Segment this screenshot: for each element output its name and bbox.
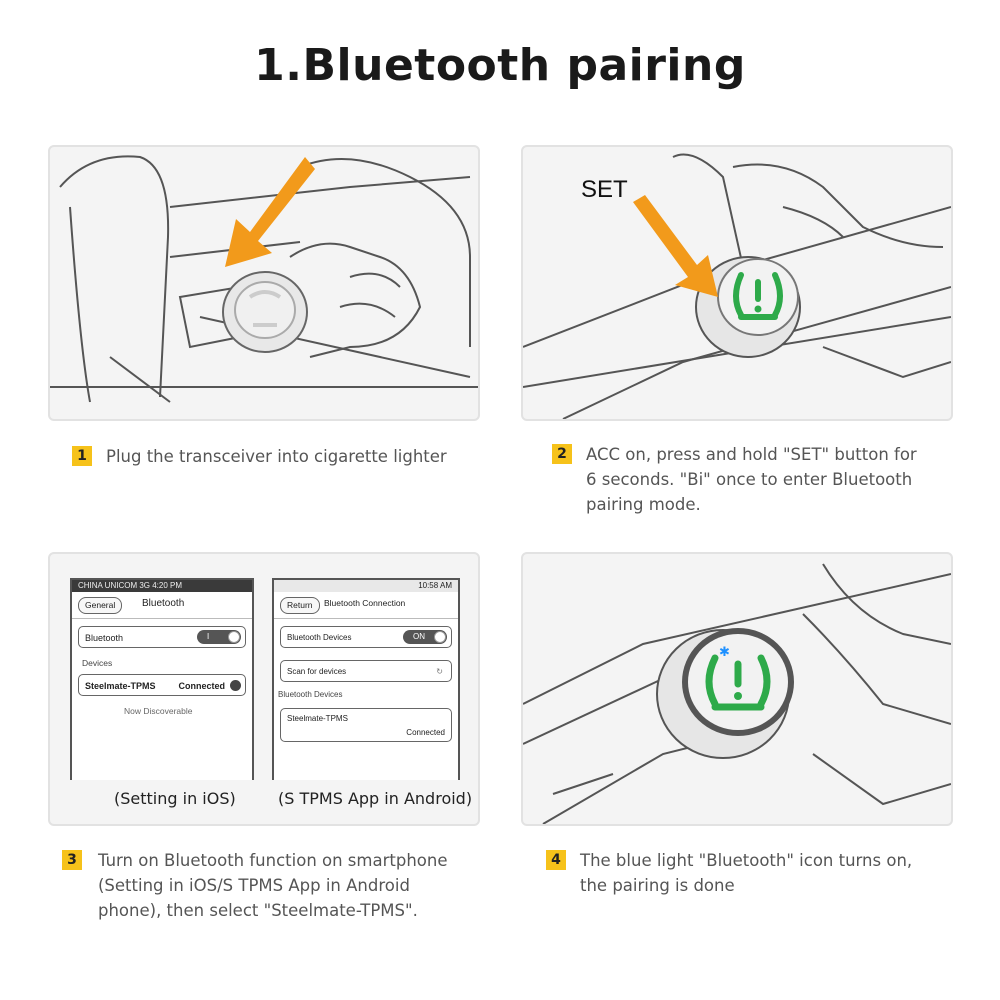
step-2: 2 ACC on, press and hold "SET" button fo… (552, 442, 952, 517)
step3-illustration: CHINA UNICOM 3G 4:20 PM General Bluetoot… (48, 552, 480, 826)
chevron-right-icon (230, 680, 241, 691)
android-screen: 10:58 AM Return Bluetooth Connection Blu… (272, 578, 460, 780)
step-number-badge: 4 (546, 850, 566, 870)
step-3: 3 Turn on Bluetooth function on smartpho… (62, 848, 466, 923)
bluetooth-toggle[interactable]: ON (403, 630, 447, 644)
bluetooth-icon: ✱ (719, 645, 730, 660)
step4-illustration: ✱ (521, 552, 953, 826)
arrow-icon (225, 157, 315, 267)
page-title: 1.Bluetooth pairing (254, 40, 746, 91)
screen-title: Bluetooth (142, 598, 185, 609)
scan-row[interactable]: Scan for devices ↻ (280, 660, 452, 682)
return-button[interactable]: Return (280, 597, 320, 614)
step-number-badge: 3 (62, 850, 82, 870)
ios-screen: CHINA UNICOM 3G 4:20 PM General Bluetoot… (70, 578, 254, 780)
screen-title: Bluetooth Connection (324, 598, 406, 608)
step-number-badge: 2 (552, 444, 572, 464)
step-4: 4 The blue light "Bluetooth" icon turns … (546, 848, 946, 898)
bluetooth-toggle[interactable]: I (197, 630, 241, 644)
status-bar: 10:58 AM (274, 580, 458, 592)
arrow-icon (633, 195, 718, 297)
status-bar: CHINA UNICOM 3G 4:20 PM (72, 580, 252, 592)
android-caption: (S TPMS App in Android) (278, 789, 473, 808)
set-label: SET (581, 176, 628, 203)
device-row[interactable]: Steelmate-TPMS Connected (280, 708, 452, 742)
back-button[interactable]: General (78, 597, 123, 614)
step2-illustration: SET (521, 145, 953, 421)
tpms-icon (733, 272, 783, 320)
discoverable-text: Now Discoverable (124, 706, 193, 716)
device-row[interactable]: Steelmate-TPMS Connected (78, 674, 246, 696)
step-1: 1 Plug the transceiver into cigarette li… (72, 444, 472, 469)
section-header: Bluetooth Devices (278, 690, 343, 699)
refresh-icon: ↻ (436, 667, 443, 676)
bluetooth-devices-row[interactable]: Bluetooth Devices ON (280, 626, 452, 648)
ios-caption: (Setting in iOS) (114, 789, 236, 808)
bluetooth-toggle-row[interactable]: Bluetooth I (78, 626, 246, 648)
step-number-badge: 1 (72, 446, 92, 466)
devices-header: Devices (82, 658, 113, 668)
step1-illustration (48, 145, 480, 421)
